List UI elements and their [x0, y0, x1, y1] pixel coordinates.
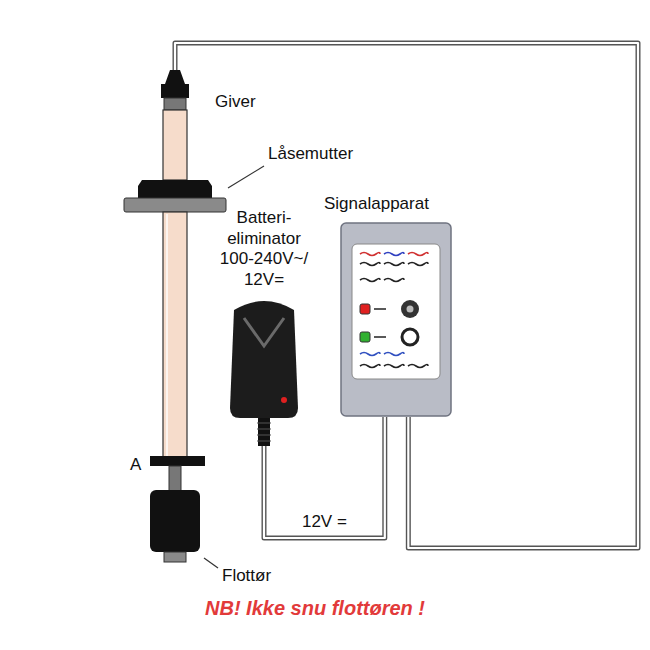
sensor-head: Giver: [155, 70, 195, 180]
sensor-neck: [164, 98, 186, 110]
voltage-label: 12V =: [300, 512, 349, 532]
adapter-mark: [244, 318, 284, 346]
part-label: Låsemutter: [268, 144, 353, 164]
power-lamp: [360, 332, 370, 342]
part-label: A: [130, 455, 141, 475]
power-adapter: Batteri- eliminator 100-240V~/ 12V=: [228, 296, 300, 446]
node-label: Giver: [215, 92, 256, 112]
sensor-body: [163, 110, 187, 180]
panel-marking: [360, 253, 380, 256]
panel-marking: [374, 336, 386, 338]
test-button: [401, 300, 419, 318]
node-outline: [228, 296, 300, 446]
cable-core: [175, 43, 638, 548]
strain-ridge: [257, 435, 271, 436]
front-panel: [352, 244, 440, 379]
cable: [264, 417, 385, 538]
sensor-rod: [163, 212, 187, 458]
housing: [341, 223, 451, 416]
float-nut: [164, 552, 186, 562]
button-center: [407, 306, 414, 313]
cable-sheath: [264, 417, 385, 538]
panel-marking: [408, 365, 428, 368]
node-label: Signalapparat: [324, 194, 429, 214]
panel-marking: [360, 353, 380, 356]
cable: [175, 43, 638, 548]
panel-marking: [360, 279, 380, 282]
warning-note: NB! Ikke snu flottøren !: [205, 596, 425, 620]
panel-marking: [384, 353, 404, 356]
part-label: Flottør: [222, 566, 271, 586]
strain-ridge: [257, 441, 271, 442]
panel-marking: [408, 263, 428, 266]
panel-marking: [360, 263, 380, 266]
node-outline: [155, 70, 195, 180]
panel-marking: [374, 308, 386, 310]
panel-marking: [384, 279, 404, 282]
alarm-lamp: [360, 304, 370, 314]
mounting-flange: [124, 198, 226, 212]
float: [150, 490, 200, 552]
strain-relief: [258, 418, 270, 446]
power-led: [281, 397, 287, 403]
node-label: Batteri- eliminator 100-240V~/ 12V=: [209, 208, 319, 290]
cable-sheath: [175, 43, 638, 548]
panel-marking: [384, 263, 404, 266]
panel-marking: [360, 365, 380, 368]
node-outline: [340, 222, 452, 417]
lock-nut: [138, 180, 212, 198]
panel-marking: [408, 253, 428, 256]
cable-core: [264, 417, 385, 538]
adapter-body: [230, 301, 298, 418]
sensor-cap: [161, 70, 189, 98]
strain-ridge: [257, 423, 271, 424]
float-stem: [169, 466, 181, 492]
leader-line: [204, 558, 218, 568]
signal-unit: Signalapparat: [340, 222, 452, 417]
rod-highlight: [166, 214, 168, 456]
stop-collar: [150, 456, 205, 466]
mute-button: [402, 329, 418, 345]
leader-line: [228, 166, 264, 188]
panel-marking: [384, 253, 404, 256]
panel-marking: [384, 365, 404, 368]
strain-ridge: [257, 429, 271, 430]
